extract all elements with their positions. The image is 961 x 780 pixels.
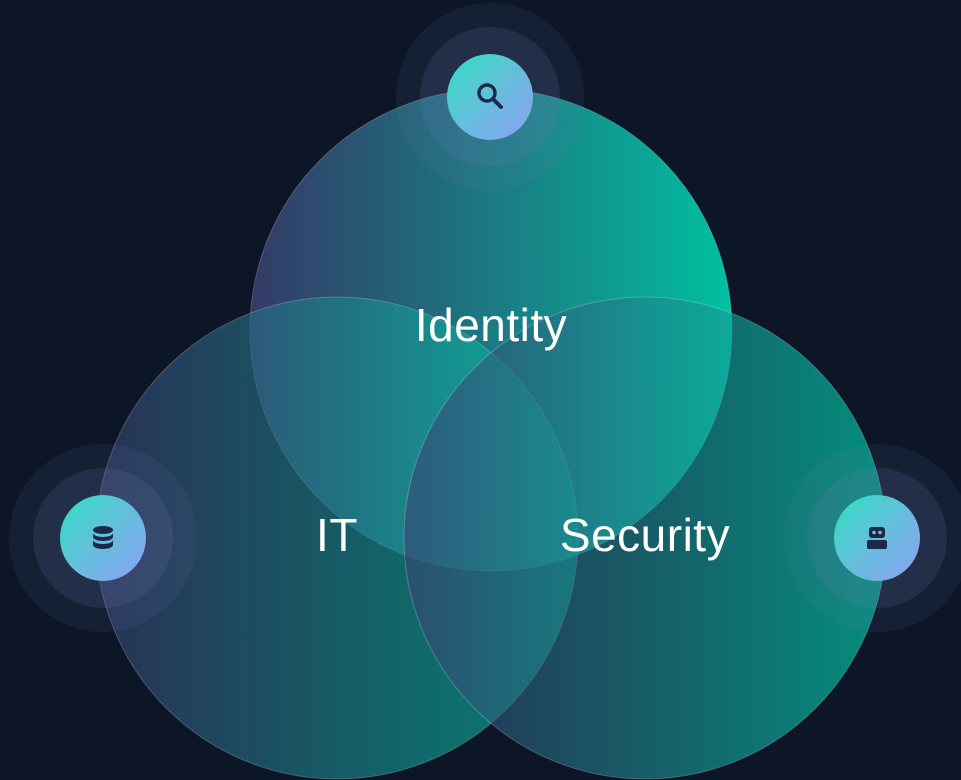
search-icon: [477, 83, 503, 109]
badge-circle: [447, 54, 533, 140]
database-icon: [93, 526, 113, 549]
label-security: Security: [559, 509, 731, 561]
robot-badge: [783, 444, 961, 632]
robot-icon: [867, 527, 887, 549]
label-identity: Identity: [414, 299, 568, 351]
label-it: IT: [316, 509, 358, 561]
badge-circle: [60, 495, 146, 581]
search-badge: [396, 3, 584, 191]
database-badge: [9, 444, 197, 632]
badge-circle: [834, 495, 920, 581]
